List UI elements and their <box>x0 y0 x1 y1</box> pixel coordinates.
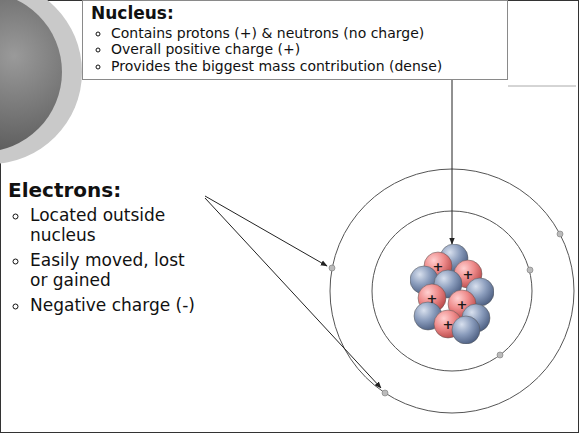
nucleus-cluster: +++++ <box>410 244 494 344</box>
decor-ring <box>0 0 82 164</box>
bullet-text: Easily moved, lost or gained <box>30 250 198 291</box>
title-rule <box>508 86 576 87</box>
bullet-text: Located outside nucleus <box>30 205 198 246</box>
nucleon-sphere <box>452 316 480 344</box>
bullet-list: Contains protons (+) & neutrons (no char… <box>91 25 499 75</box>
box-heading: Nucleus: <box>91 4 499 24</box>
bullet-text: Overall positive charge (+) <box>111 41 499 58</box>
decor-circle <box>0 0 62 152</box>
proton-sign: + <box>443 318 454 331</box>
proton-sign: + <box>457 298 468 311</box>
pointer-arrow <box>452 80 453 244</box>
nucleus-info-box: Nucleus:Contains protons (+) & neutrons … <box>82 0 508 80</box>
electrons-notes: Electrons: Located outside nucleusEasily … <box>8 178 198 319</box>
electron <box>557 231 563 237</box>
bullet-text: Provides the biggest mass contribution (… <box>111 58 499 75</box>
electron <box>382 390 388 396</box>
electron <box>527 267 533 273</box>
proton-sign: + <box>427 292 438 305</box>
bullet-text: Negative charge (-) <box>30 295 198 315</box>
leader-line <box>205 198 381 388</box>
bullet-text: Contains protons (+) & neutrons (no char… <box>111 25 499 42</box>
electron <box>329 265 335 271</box>
leader-line <box>205 196 327 266</box>
proton-sign: + <box>433 260 444 273</box>
proton-sign: + <box>463 268 474 281</box>
section-heading: Electrons: <box>8 178 198 202</box>
bullet-list: Located outside nucleusEasily moved, los… <box>8 205 198 315</box>
electron <box>497 352 503 358</box>
